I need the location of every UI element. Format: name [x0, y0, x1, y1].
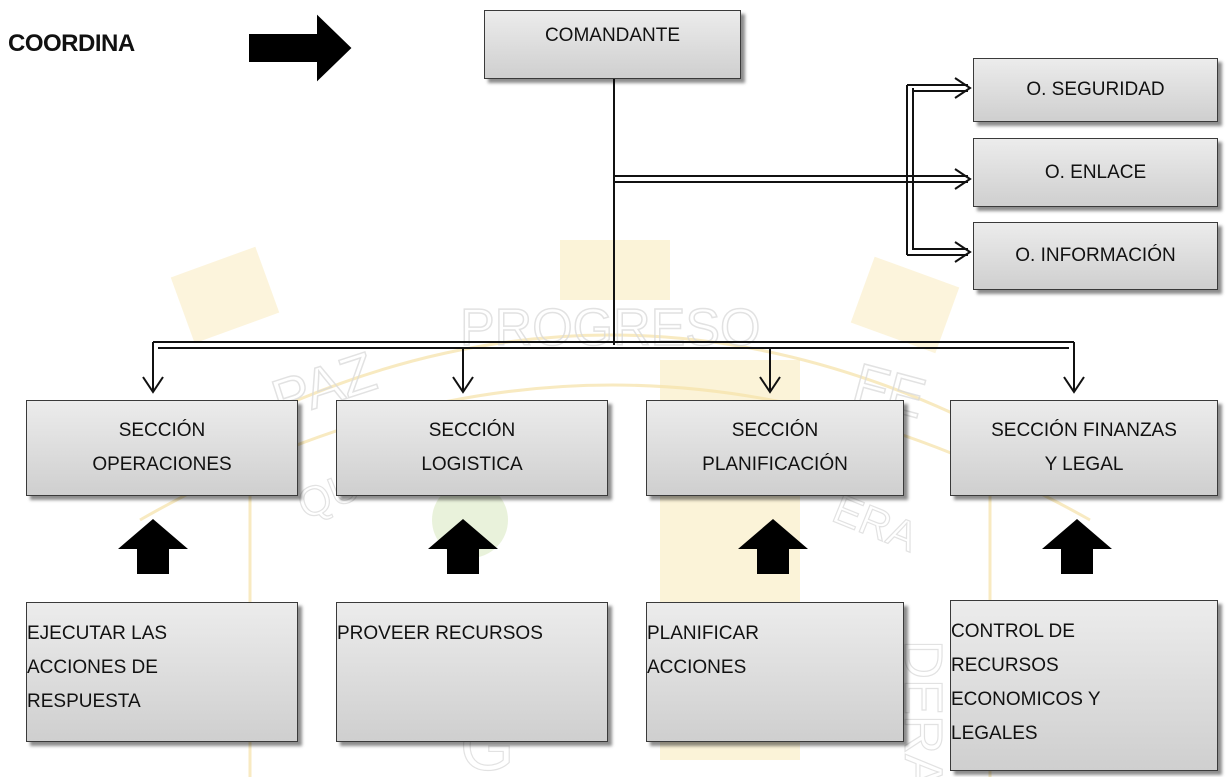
section-box-operaciones: SECCIÓN OPERACIONES: [26, 400, 298, 496]
arrow-seguridad-icon: [954, 77, 972, 99]
function-planificar-line1: PLANIFICAR: [647, 623, 759, 644]
function-box-proveer: PROVEER RECURSOS: [336, 602, 608, 742]
function-control-line3: ECONOMICOS Y: [951, 689, 1101, 710]
staff-label-seguridad: O. SEGURIDAD: [1026, 79, 1165, 100]
up-arrow-operaciones-icon: [118, 519, 188, 574]
function-planificar-line2: ACCIONES: [647, 657, 747, 678]
function-box-ejecutar: EJECUTAR LAS ACCIONES DE RESPUESTA: [26, 602, 298, 742]
function-control-line2: RECURSOS: [951, 655, 1059, 676]
section-operaciones-line2: OPERACIONES: [92, 454, 232, 475]
section-box-finanzas: SECCIÓN FINANZAS Y LEGAL: [950, 400, 1218, 496]
section-operaciones-line1: SECCIÓN: [118, 420, 206, 441]
section-planificacion-line1: SECCIÓN: [731, 420, 819, 441]
section-box-logistica: SECCIÓN LOGISTICA: [336, 400, 608, 496]
function-control-line4: LEGALES: [951, 723, 1038, 744]
up-arrow-logistica-icon: [428, 519, 498, 574]
arrow-informacion-icon: [954, 241, 972, 263]
arrow-logistica-icon: [452, 376, 474, 394]
function-box-planificar: PLANIFICAR ACCIONES: [646, 602, 904, 742]
up-arrow-planificacion-icon: [738, 519, 808, 574]
function-control-line1: CONTROL DE: [951, 621, 1075, 642]
coordina-label: COORDINA: [8, 30, 135, 57]
function-proveer-line1: PROVEER RECURSOS: [337, 623, 543, 644]
function-ejecutar-line2: ACCIONES DE: [27, 657, 158, 678]
function-box-control: CONTROL DE RECURSOS ECONOMICOS Y LEGALES: [950, 600, 1218, 771]
arrow-enlace-icon: [954, 168, 972, 190]
coordina-arrow-icon: [249, 14, 352, 82]
function-ejecutar-line3: RESPUESTA: [27, 691, 141, 712]
arrow-finanzas-icon: [1063, 376, 1085, 394]
staff-label-informacion: O. INFORMACIÓN: [1015, 245, 1176, 266]
section-finanzas-line2: Y LEGAL: [1044, 454, 1124, 475]
commander-label: COMANDANTE: [544, 25, 681, 46]
section-logistica-line1: SECCIÓN: [428, 420, 516, 441]
staff-label-enlace: O. ENLACE: [1044, 161, 1147, 183]
section-planificacion-line2: PLANIFICACIÓN: [702, 454, 848, 475]
staff-box-informacion: O. INFORMACIÓN: [973, 222, 1218, 290]
up-arrow-finanzas-icon: [1042, 519, 1112, 574]
staff-box-seguridad: O. SEGURIDAD: [973, 58, 1218, 122]
section-box-planificacion: SECCIÓN PLANIFICACIÓN: [646, 400, 904, 496]
function-ejecutar-line1: EJECUTAR LAS: [27, 623, 168, 644]
commander-box: COMANDANTE: [484, 10, 741, 79]
staff-box-enlace: O. ENLACE: [973, 138, 1218, 207]
section-finanzas-line1: SECCIÓN FINANZAS: [991, 420, 1177, 441]
arrow-operaciones-icon: [142, 376, 164, 394]
section-logistica-line2: LOGISTICA: [421, 454, 523, 475]
arrow-planificacion-icon: [759, 376, 781, 394]
